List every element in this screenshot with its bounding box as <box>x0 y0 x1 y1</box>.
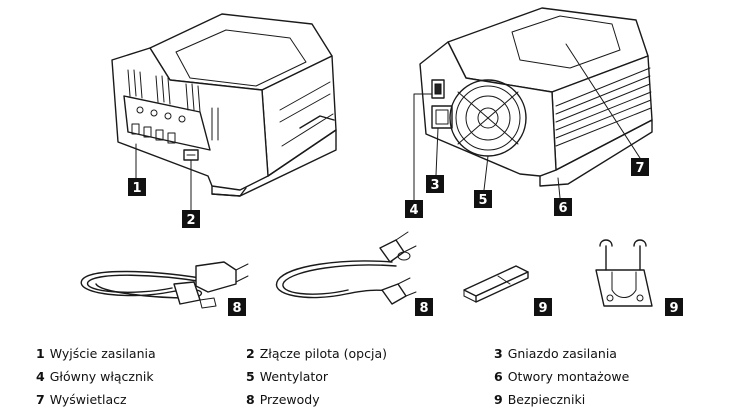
svg-text:7: 7 <box>635 161 644 176</box>
svg-text:2: 2 <box>186 213 195 228</box>
callout-7: 7 <box>631 158 649 176</box>
svg-text:4: 4 <box>409 203 418 218</box>
callout-5: 5 <box>474 190 492 208</box>
svg-text:9: 9 <box>669 301 678 316</box>
callout-8-battery: 8 <box>415 298 433 316</box>
device-front-view <box>111 13 337 211</box>
callout-2: 2 <box>182 210 200 228</box>
callout-8-mains: 8 <box>228 298 246 316</box>
callout-9-boltdown: 9 <box>665 298 683 316</box>
callout-6: 6 <box>554 198 572 216</box>
fuse-cartridge <box>463 265 529 303</box>
callout-3: 3 <box>426 175 444 193</box>
mains-cable <box>80 261 249 309</box>
battery-cables <box>275 231 417 305</box>
svg-text:9: 9 <box>538 301 547 316</box>
callout-1: 1 <box>128 178 146 196</box>
svg-text:1: 1 <box>132 181 141 196</box>
callout-4: 4 <box>405 200 423 218</box>
svg-text:8: 8 <box>232 301 241 316</box>
fuse-bolt-down <box>595 239 653 307</box>
callout-9-cartridge: 9 <box>534 298 552 316</box>
device-rear-view <box>413 7 653 201</box>
svg-text:8: 8 <box>419 301 428 316</box>
svg-text:6: 6 <box>558 201 567 216</box>
svg-text:5: 5 <box>478 193 487 208</box>
svg-text:3: 3 <box>430 178 439 193</box>
